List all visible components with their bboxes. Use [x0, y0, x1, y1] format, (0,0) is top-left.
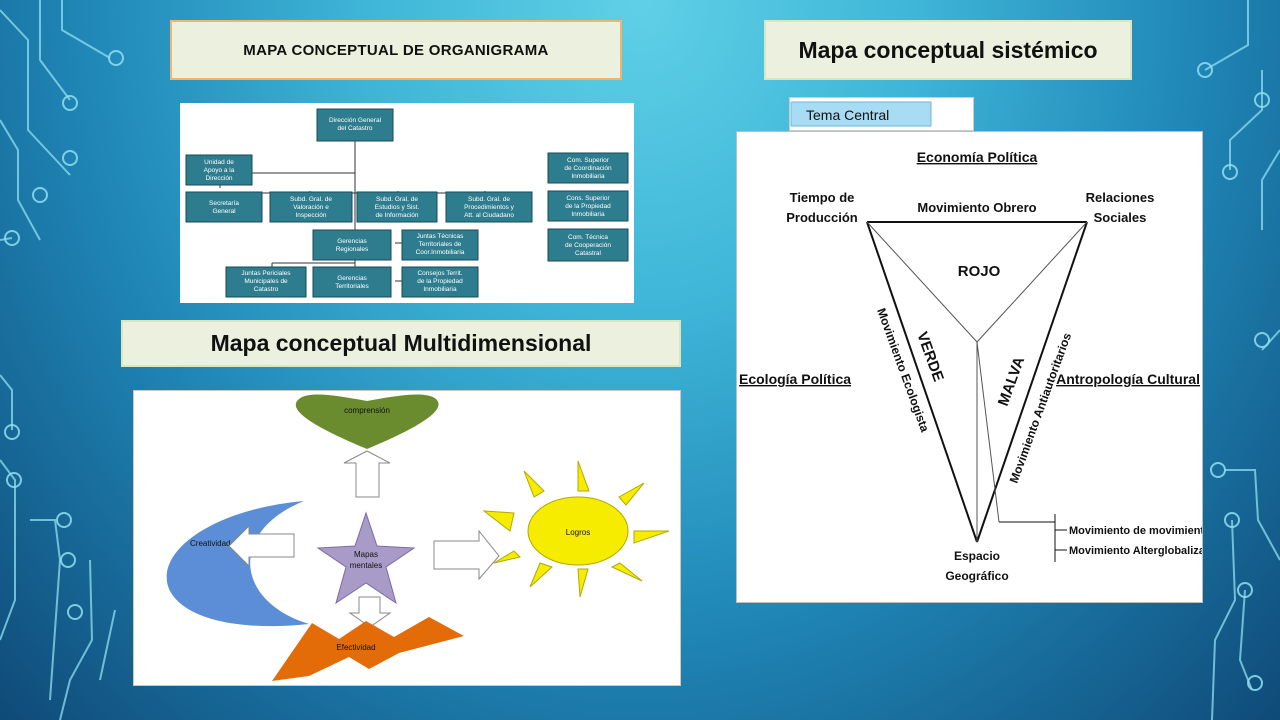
org-jp-2: Municipales de	[244, 278, 288, 285]
arrow-left-icon	[228, 524, 295, 568]
arrow-up-icon	[343, 450, 391, 498]
tema-central-box: Tema Central	[789, 97, 974, 131]
arrow-down-icon	[348, 596, 392, 628]
org-secretaria-2: General	[212, 208, 236, 215]
org-cc-1: Com. Superior	[567, 157, 610, 164]
org-proc-2: Procedimientos y	[464, 204, 515, 211]
rojo-label: ROJO	[958, 263, 1001, 280]
moon-shape	[166, 501, 309, 627]
relaciones-label-2: Sociales	[1094, 210, 1147, 225]
comprension-label: comprensión	[344, 406, 390, 415]
org-top-1: Dirección General	[329, 117, 382, 124]
org-cc-2: de Coordinación	[564, 165, 612, 172]
economia-label: Economía Política	[917, 149, 1038, 165]
heart-shape	[295, 394, 439, 449]
org-cs-1: Cons. Superior	[566, 195, 610, 202]
title-sistemico: Mapa conceptual sistémico	[764, 20, 1132, 80]
tiempo-label-2: Producción	[786, 210, 858, 225]
title-sistemico-text: Mapa conceptual sistémico	[798, 36, 1098, 63]
org-cs-2: de la Propiedad	[565, 203, 611, 210]
org-ct-2: de la Propiedad	[417, 278, 463, 285]
logros-label: Logros	[566, 528, 590, 537]
org-jp-3: Catastro	[254, 286, 279, 293]
title-multidimensional-text: Mapa conceptual Multidimensional	[210, 330, 592, 356]
tiempo-label-1: Tiempo de	[790, 190, 855, 205]
org-tec-2: de Cooperación	[565, 242, 611, 249]
org-tec-1: Com. Técnica	[568, 234, 608, 241]
organigrama-image: Dirección General del Catastro Unidad de…	[180, 103, 634, 303]
alterglobalizacion-label: Movimiento Alterglobalización	[1069, 545, 1202, 557]
org-secretaria-1: Secretaría	[209, 200, 239, 207]
org-gr-2: Regionales	[336, 246, 369, 253]
org-cc-3: Inmobiliaria	[571, 173, 605, 180]
org-valoracion-1: Subd. Gral. de	[290, 196, 332, 203]
title-organigrama: MAPA CONCEPTUAL DE ORGANIGRAMA	[170, 20, 622, 80]
verde-label: VERDE	[913, 330, 947, 384]
org-proc-3: Att. al Ciudadano	[464, 212, 514, 219]
org-apoyo-3: Dirección	[205, 175, 232, 182]
org-tec-3: Catastral	[575, 250, 602, 257]
org-gr-1: Gerencias	[337, 238, 367, 245]
espacio-label-1: Espacio	[954, 549, 1000, 563]
org-gt-2: Territoriales	[335, 283, 369, 290]
bolt-shape	[272, 617, 464, 681]
arrow-right-icon	[433, 529, 500, 581]
org-ct-1: Consejos Territ.	[417, 270, 462, 277]
antiautoritarios-label: Movimiento Antiautoritarios	[1007, 331, 1075, 485]
efectividad-label: Efectividad	[336, 643, 375, 652]
org-ct-3: Inmobiliaria	[423, 286, 457, 293]
org-gt-1: Gerencias	[337, 275, 367, 282]
org-cs-3: Inmobiliaria	[571, 211, 605, 218]
sistemico-image: Economía Política Tiempo de Producción R…	[736, 122, 1228, 603]
org-apoyo-1: Unidad de	[204, 159, 234, 166]
star-shape	[316, 511, 416, 605]
creatividad-label: Creatividad	[190, 539, 230, 548]
espacio-label-2: Geográfico	[945, 569, 1008, 583]
sun-shape	[482, 460, 670, 598]
org-estudios-2: Estudios y Sist.	[375, 204, 420, 211]
tema-central-label: Tema Central	[806, 107, 889, 123]
org-proc-1: Subd. Gral. de	[468, 196, 510, 203]
multidimensional-image: comprensión Creatividad Mapas mentales L…	[133, 390, 681, 686]
org-jt-3: Coor.Inmobiliaria	[416, 249, 465, 256]
org-jt-1: Juntas Técnicas	[417, 233, 465, 240]
title-organigrama-text: MAPA CONCEPTUAL DE ORGANIGRAMA	[243, 41, 549, 59]
antropologia-label: Antropología Cultural	[1056, 371, 1200, 387]
mentales-label: mentales	[350, 561, 382, 570]
org-jt-2: Territoriales de	[419, 241, 462, 248]
ecologia-label: Ecología Política	[739, 371, 851, 387]
malva-label: MALVA	[995, 354, 1029, 408]
title-multidimensional: Mapa conceptual Multidimensional	[121, 320, 681, 367]
mov-movimientos-label: Movimiento de movimientos	[1069, 525, 1202, 537]
mapas-label: Mapas	[354, 550, 378, 559]
obrero-label: Movimiento Obrero	[917, 200, 1036, 215]
relaciones-label-1: Relaciones	[1086, 190, 1155, 205]
org-estudios-1: Subd. Gral. de	[376, 196, 418, 203]
org-apoyo-2: Apoyo a la	[204, 167, 235, 174]
org-estudios-3: de Información	[376, 212, 419, 219]
org-jp-1: Juntas Periciales	[241, 270, 291, 277]
org-top-2: del Catastro	[337, 125, 372, 132]
org-valoracion-3: Inspección	[295, 212, 326, 219]
org-valoracion-2: Valoración e	[293, 204, 329, 211]
